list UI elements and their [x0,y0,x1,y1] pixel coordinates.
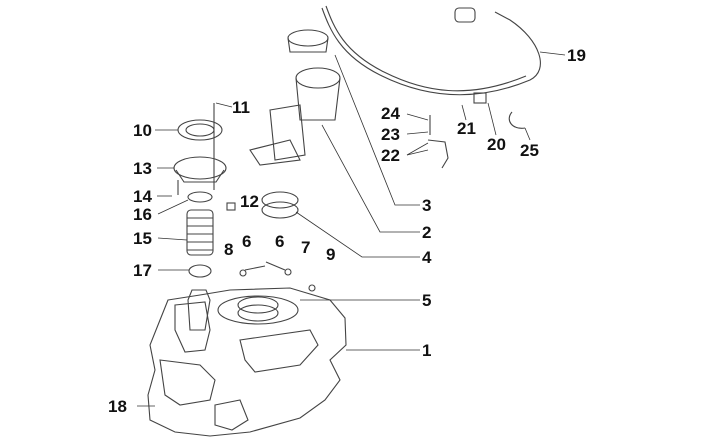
filler-flange-body [175,169,225,183]
bolt-6a [244,265,266,271]
callout-22: 22 [381,146,400,165]
washer-7 [284,268,292,276]
callout-12: 12 [240,192,259,211]
filler-ring-inner [185,123,215,137]
tank-neck [217,295,299,325]
hose-clamp-16 [187,191,213,203]
callout-17: 17 [133,261,152,280]
callout-15: 15 [133,229,152,248]
nut-9 [308,284,316,292]
callout-24: 24 [381,104,400,123]
callout-6a: 6 [242,232,252,251]
callout-21: 21 [457,119,476,138]
callout-1: 1 [422,341,432,360]
callout-13: 13 [133,159,152,178]
callout-2: 2 [422,223,432,242]
callout-25: 25 [520,141,539,160]
nut-8 [239,269,247,277]
fuel-hose-outline [325,5,527,92]
callout-11: 11 [232,98,250,117]
callout-18: 18 [108,397,127,416]
pump-gasket [261,191,299,209]
hose-clamp-17 [188,264,212,278]
tank-filler-spout [187,289,211,331]
hose-end-fitting [454,7,476,23]
fuel-pump [249,67,341,166]
fuel-hose [321,7,541,96]
callout-19: 19 [567,46,586,65]
callout-6b: 6 [275,232,285,251]
callout-7: 7 [301,238,311,257]
callout-5: 5 [422,291,432,310]
callout-4: 4 [422,248,432,267]
callout-23: 23 [381,125,400,144]
clip-12 [226,202,236,211]
filler-flange [173,156,227,180]
bolt-6b [265,261,286,271]
hose-connector [473,92,487,104]
callout-10: 10 [133,121,152,140]
callout-3: 3 [422,196,432,215]
callout-14: 14 [133,187,152,206]
hose-clamp-25 [508,111,526,129]
callout-8: 8 [224,240,234,259]
filler-hose [186,209,214,256]
pump-ring-nut [287,29,329,53]
callout-9: 9 [326,245,336,264]
filler-ring [177,119,223,141]
leader-lines [137,51,566,407]
callout-16: 16 [133,205,152,224]
bracket-22 [427,139,449,169]
fuel-tank [147,287,347,437]
pump-gasket-lower [261,201,299,219]
callout-20: 20 [487,135,506,154]
